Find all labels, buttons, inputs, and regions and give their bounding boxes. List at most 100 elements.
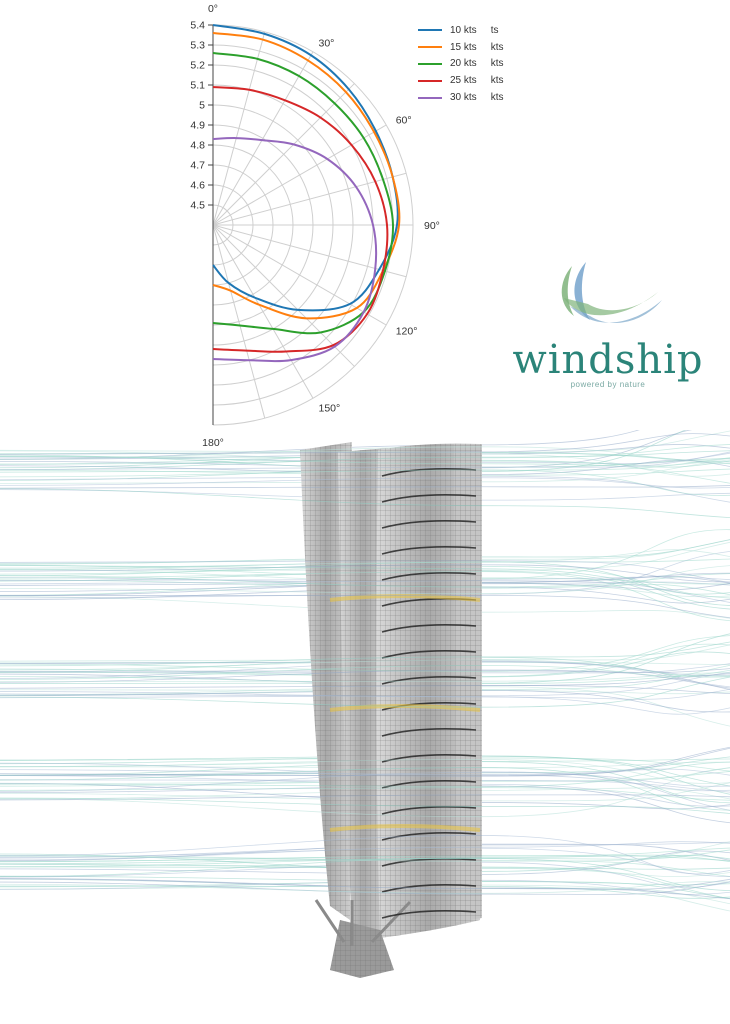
brand-name: windship (512, 337, 704, 383)
radial-tick-label: 4.8 (190, 140, 205, 152)
legend-swatch (418, 79, 442, 82)
legend-unit: ts (490, 24, 499, 36)
axis-ticks: 4.54.64.74.84.955.15.25.35.40°30°60°90°1… (190, 3, 440, 449)
chart-series-group (212, 24, 401, 363)
streamline (0, 787, 730, 801)
radial-tick-label: 4.7 (190, 160, 205, 172)
windship-logo: windship powered by nature (508, 258, 718, 393)
legend-label: 15 kts (450, 41, 477, 53)
radial-tick-label: 5.4 (190, 20, 205, 32)
grid-spoke (212, 31, 266, 226)
brand-tagline: powered by nature (570, 380, 646, 389)
legend-unit: kts (490, 92, 504, 104)
wing-sail-body (300, 442, 482, 978)
legend-label: 10 kts (450, 24, 477, 36)
streamline (0, 669, 730, 689)
polar-grid (212, 24, 414, 426)
streamline (0, 451, 730, 471)
legend-label: 25 kts (450, 75, 477, 87)
grid-spoke (212, 224, 355, 367)
wave-logo-icon (561, 262, 662, 323)
surface-streak (381, 572, 477, 581)
legend-item: 10 kts ts (418, 22, 503, 39)
angular-tick-label: 30° (319, 37, 335, 49)
streamline (0, 768, 730, 776)
streamline (0, 767, 730, 811)
streamline (0, 560, 730, 584)
streamline (0, 676, 730, 708)
grid-spoke (212, 224, 266, 419)
legend-item: 30 kts kts (418, 89, 503, 106)
surface-streak (381, 858, 477, 867)
streamline (0, 488, 730, 519)
legend-swatch (418, 96, 442, 99)
legend-label: 20 kts (450, 58, 477, 70)
surface-streak (381, 806, 477, 815)
streamline (0, 672, 730, 683)
series-line-20-kts (212, 52, 395, 335)
legend-swatch (418, 62, 442, 65)
legend-swatch (418, 46, 442, 49)
streamline (0, 558, 730, 577)
legend-item: 15 kts kts (418, 39, 503, 56)
surface-streak (381, 650, 477, 659)
radial-tick-label: 4.6 (190, 180, 205, 192)
surface-streak (381, 702, 477, 711)
streamline (0, 849, 730, 868)
radial-tick-label: 4.9 (190, 120, 205, 132)
legend-unit: kts (490, 41, 504, 53)
streamline (0, 761, 730, 788)
streamline (0, 450, 730, 471)
grid-spoke (212, 172, 407, 226)
streamline (0, 659, 730, 678)
streamline (0, 430, 730, 453)
radial-tick-label: 5.3 (190, 40, 205, 52)
grid-spoke (212, 51, 314, 226)
streamline (0, 688, 730, 700)
grid-spoke (212, 224, 407, 278)
angular-tick-label: 150° (319, 403, 341, 415)
surface-streak (381, 520, 477, 529)
legend-label: 30 kts (450, 92, 477, 104)
legend-item: 25 kts kts (418, 72, 503, 89)
streamline (0, 469, 730, 496)
series-line-25-kts (212, 86, 389, 353)
pressure-highlight (329, 824, 481, 832)
angular-tick-label: 180° (202, 437, 224, 449)
streamline (0, 446, 730, 464)
pressure-highlight (329, 594, 481, 602)
streamline (0, 881, 730, 895)
wing-sail-cfd-render (0, 430, 730, 978)
streamline (0, 881, 730, 894)
radial-tick-label: 4.5 (190, 200, 205, 212)
streamline (0, 847, 730, 863)
streamline (0, 455, 730, 484)
legend-unit: kts (490, 75, 504, 87)
streamline (0, 594, 730, 619)
streamline (0, 835, 730, 875)
airflow-streamlines-front (0, 430, 730, 900)
streamline (0, 571, 730, 622)
polar-chart: 4.54.64.74.84.955.15.25.35.40°30°60°90°1… (190, 3, 440, 449)
streamline (0, 672, 730, 689)
streamline (0, 767, 730, 818)
surface-streak (381, 468, 477, 477)
streamline (0, 797, 730, 814)
angular-tick-label: 120° (396, 326, 418, 338)
streamline (0, 485, 730, 489)
radial-tick-label: 5 (199, 100, 205, 112)
streamline (0, 477, 730, 489)
streamline (0, 759, 730, 784)
grid-spoke (212, 124, 387, 226)
series-line-30-kts (212, 137, 378, 363)
streamline (0, 564, 730, 583)
radial-tick-label: 5.2 (190, 60, 205, 72)
surface-streak (381, 624, 477, 633)
streamline (0, 433, 730, 455)
streamline (0, 771, 730, 792)
surface-streaks (329, 468, 481, 919)
radial-tick-label: 5.1 (190, 80, 205, 92)
streamline (0, 854, 730, 877)
angular-tick-label: 90° (424, 220, 440, 232)
